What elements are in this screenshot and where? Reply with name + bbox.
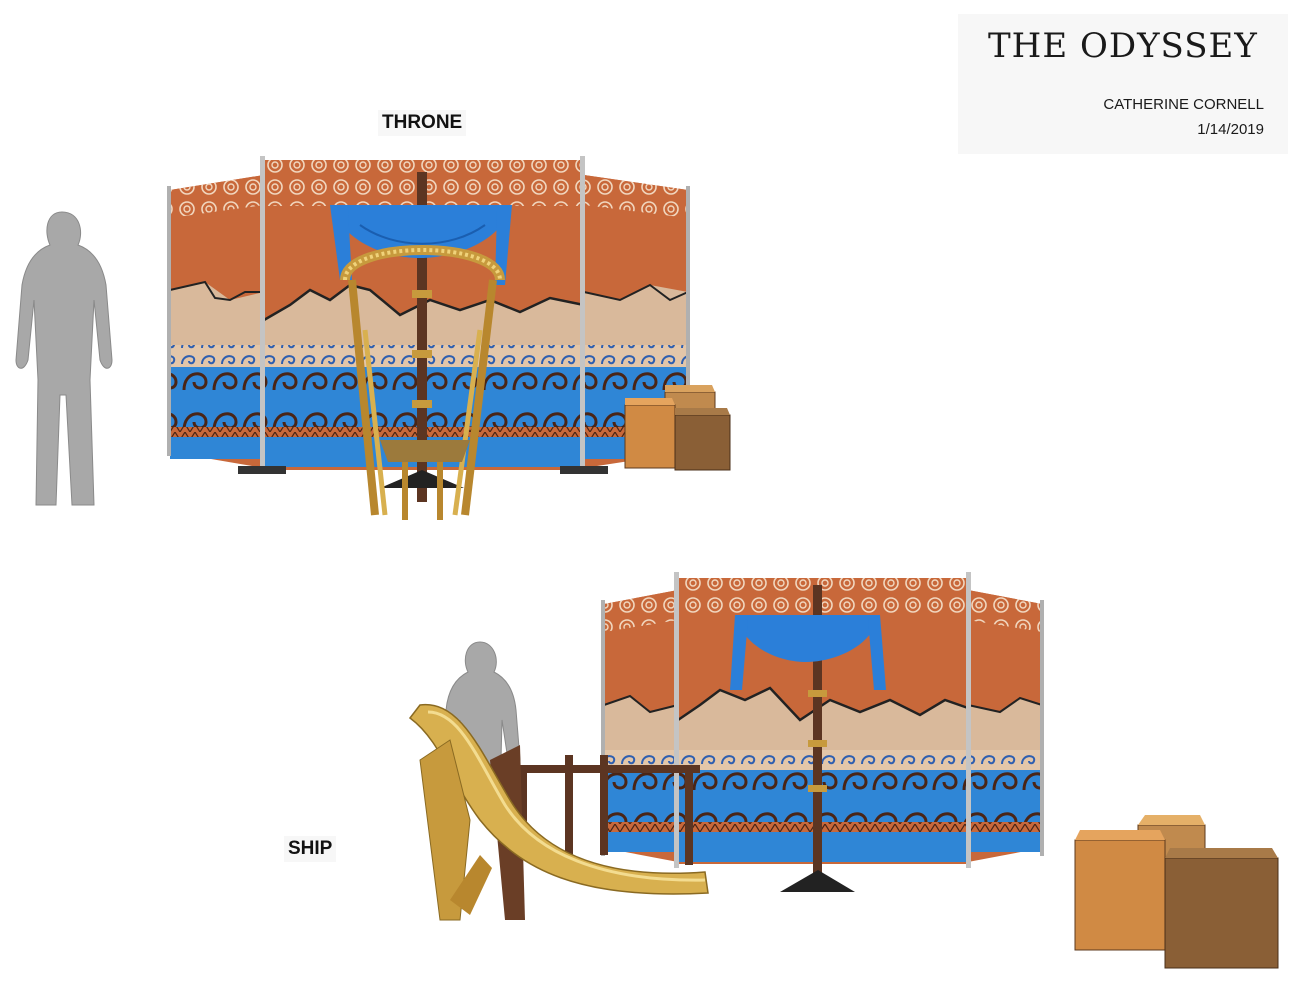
title-block [958,14,1288,154]
ship-mast [780,585,855,892]
ship-center-backdrop-panel [677,578,969,864]
ship-scene [408,572,1279,969]
left-backdrop-panel [169,175,264,468]
sheet-date: 1/14/2019 [1197,121,1264,138]
throne-chair [340,245,505,520]
ship-backdrop-frame-poles [601,572,1044,868]
throne-scene-label-overlay: THRONE [378,110,467,136]
human-scale-figure [15,211,113,506]
ship-blue-drape [730,615,886,690]
blue-drape [330,205,512,285]
show-title: THE ODYSSEY [988,26,1258,66]
ship-curved-hull [408,704,709,921]
backdrop-frame-poles [167,156,690,474]
right-backdrop-panel [583,175,689,468]
throne-crates [624,385,731,471]
ship-scene-label-overlay: SHIP [284,836,337,862]
throne-scene [15,156,731,520]
ship-left-backdrop-panel [603,590,679,862]
designer-name: CATHERINE CORNELL [1103,96,1264,113]
ship-right-backdrop-panel [967,590,1043,862]
ship-crates [1074,815,1279,969]
